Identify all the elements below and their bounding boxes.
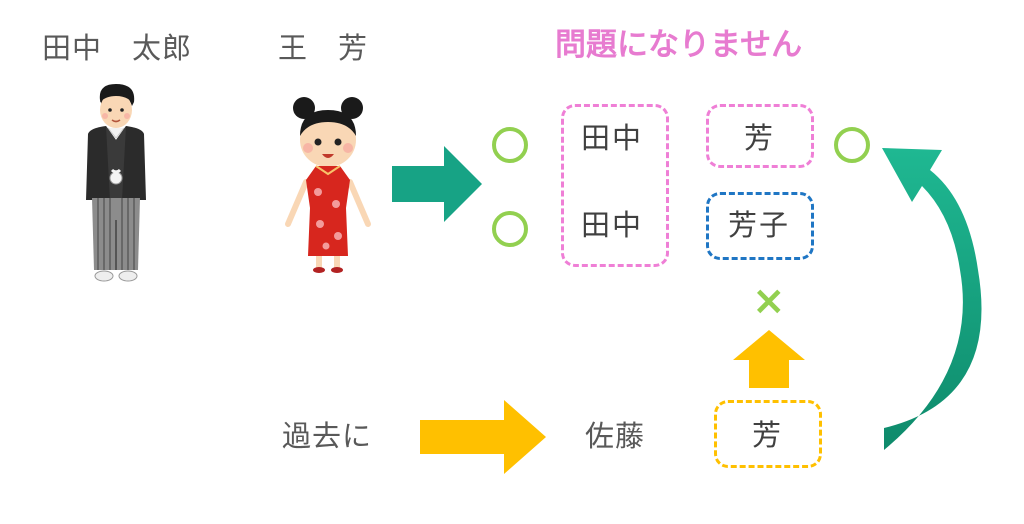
arrow-up-icon — [733, 330, 805, 388]
given-box-top — [706, 104, 814, 168]
given-top-label: 芳 — [744, 121, 776, 155]
circle-ok-icon — [492, 127, 528, 163]
surname-sato: 佐藤 — [585, 419, 646, 453]
surname-row-1: 田中 — [581, 121, 644, 155]
circle-ok-icon — [834, 127, 870, 163]
arrow-right-icon — [420, 400, 546, 474]
man-in-hakama-icon — [86, 84, 146, 282]
given-bottom-label: 芳子 — [728, 208, 791, 242]
person1-name: 田中 太郎 — [42, 31, 193, 65]
circle-ok-icon — [492, 211, 528, 247]
surname-box — [561, 104, 669, 267]
girl-in-qipao-icon — [285, 97, 371, 273]
headline: 問題になりません — [555, 27, 803, 63]
arrow-right-icon — [392, 146, 482, 222]
given-past-label: 芳 — [752, 418, 784, 452]
given-box-past — [714, 400, 822, 468]
cross-ng-icon: × — [752, 278, 786, 324]
person2-name: 王 芳 — [278, 31, 369, 65]
past-label: 過去に — [282, 419, 373, 453]
given-box-bottom — [706, 192, 814, 260]
surname-row-2: 田中 — [581, 208, 644, 242]
